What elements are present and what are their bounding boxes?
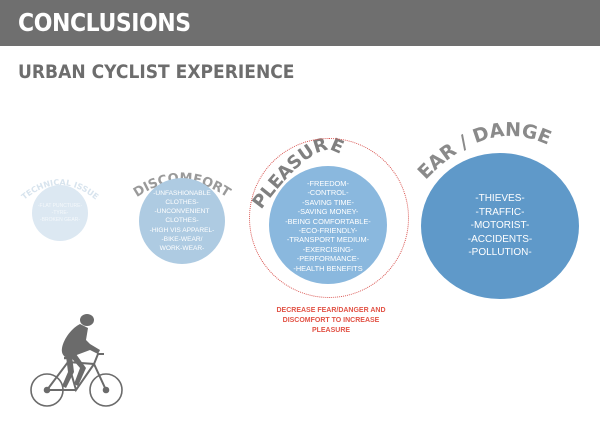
conclusion-note: DECREASE FEAR/DANGER AND DISCOMFORT TO I… bbox=[276, 307, 386, 334]
pleasure-item: -ECO-FRIENDLY- bbox=[298, 226, 358, 235]
discomfort-item: CLOTHES- bbox=[165, 198, 199, 206]
pleasure-item: -TRANSPORT MEDIUM- bbox=[286, 235, 370, 245]
fear-danger-item: -MOTORIST- bbox=[470, 220, 530, 232]
discomfort-item: WORK-WEAR- bbox=[159, 245, 205, 252]
pleasure-item: -EXERCISING- bbox=[302, 244, 354, 254]
fear-danger-item: -POLLUTION- bbox=[468, 247, 532, 259]
pleasure-item: -BEING COMFORTABLE- bbox=[285, 216, 371, 226]
pleasure-item: -CONTROL- bbox=[307, 188, 349, 198]
pleasure-item: -SAVING TIME- bbox=[302, 197, 354, 207]
pleasure-item: -HEALTH BENEFITS bbox=[293, 263, 363, 273]
fear-danger-item: -THIEVES- bbox=[475, 193, 525, 205]
discomfort-item: -BIKE-WEAR/ bbox=[161, 235, 203, 243]
discomfort-circle: -UNFASHIONABLE CLOTHES- -UNCONVENIENT CL… bbox=[139, 178, 225, 264]
cyclist-silhouette-icon bbox=[30, 314, 123, 407]
pleasure-item: -FREEDOM- bbox=[307, 178, 349, 188]
pleasure-highlight-ring bbox=[249, 138, 409, 298]
header-bar: CONCLUSIONS bbox=[0, 0, 600, 46]
fear-danger-circle: -THIEVES- -TRAFFIC- -MOTORIST- -ACCIDENT… bbox=[421, 153, 579, 299]
pleasure-item: -SAVING MONEY- bbox=[297, 207, 359, 217]
technical-issue-item: -TYRE- bbox=[51, 209, 69, 216]
page-title: CONCLUSIONS bbox=[18, 8, 191, 37]
pleasure-circle: -FREEDOM- -CONTROL- -SAVING TIME- -SAVIN… bbox=[269, 166, 387, 284]
technical-issue-circle: -FLAT PUNCTURE- -TYRE- -BROKEN GEAR- bbox=[32, 185, 88, 241]
discomfort-item: CLOTHES- bbox=[165, 217, 199, 225]
fear-danger-item: -TRAFFIC- bbox=[475, 206, 525, 218]
discomfort-item: -HIGH VIS APPAREL- bbox=[149, 226, 215, 234]
technical-issue-item: -BROKEN GEAR- bbox=[39, 216, 80, 223]
fear-danger-item: -ACCIDENTS- bbox=[467, 233, 533, 245]
pleasure-item: -PERFORMANCE- bbox=[296, 254, 360, 264]
discomfort-item: -UNFASHIONABLE bbox=[153, 189, 211, 197]
section-subtitle: URBAN CYCLIST EXPERIENCE bbox=[18, 61, 295, 83]
discomfort-item: -UNCONVENIENT bbox=[154, 208, 210, 216]
technical-issue-item: -FLAT PUNCTURE- bbox=[37, 202, 83, 209]
